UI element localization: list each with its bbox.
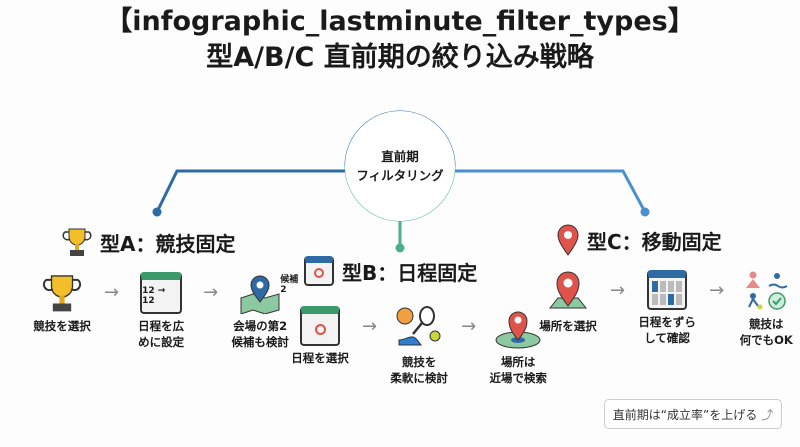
connector-c-dot — [640, 207, 650, 217]
step-label: 場所を選択 — [539, 319, 597, 333]
arrow-icon: → — [709, 280, 725, 301]
note-box: 直前期は“成立率”を上げる ⤴ — [604, 399, 782, 429]
step-label: 日程を広 めに設定 — [138, 319, 185, 349]
hub-line-2: フィルタリング — [356, 168, 444, 183]
step-label: 場所は 近場で検索 — [489, 355, 547, 385]
step-label: 競技を 柔軟に検討 — [390, 355, 448, 385]
trophy-icon — [42, 275, 82, 312]
type-a-heading: 型A：競技固定 — [62, 226, 235, 258]
step-label: 競技は 何でもOK — [739, 317, 793, 347]
note-text: 直前期は“成立率”を上げる — [612, 407, 758, 422]
calendar-icon — [300, 306, 340, 346]
connector-c — [455, 169, 647, 213]
arrow-icon: → — [104, 282, 120, 303]
arrow-up-icon: ⤴ — [761, 407, 774, 422]
hub-line-1: 直前期 — [381, 149, 419, 164]
title-line-1: 【infographic_lastminute_filter_types】 — [105, 6, 695, 37]
step-shift-dates: 日程をずら して確認 — [625, 270, 709, 346]
calendar-icon: 12 → 12 — [140, 272, 183, 314]
trophy-icon — [62, 228, 92, 256]
title-line-2: 型A/B/C 直前期の絞り込み戦略 — [206, 42, 594, 73]
hub-circle: 直前期 フィルタリング — [345, 111, 455, 221]
step-wide-dates: 12 → 12 日程を広 めに設定 — [119, 272, 203, 350]
type-b-title: 型B：日程固定 — [342, 260, 478, 285]
step-second-venue: 候補2 会場の第2 候補も検討 — [218, 272, 302, 350]
step-label: 競技を選択 — [33, 319, 91, 333]
type-b-heading: 型B：日程固定 — [304, 256, 477, 286]
calendar-icon — [304, 256, 334, 286]
calendar-icon — [647, 270, 688, 310]
connector-a-dot — [152, 207, 162, 217]
arrow-icon: → — [461, 316, 477, 337]
type-a-title: 型A：競技固定 — [100, 231, 236, 256]
candidate-2-tag: 候補2 — [280, 275, 299, 295]
type-c-flow: 場所を選択 → 日程をずら して確認 → 競技は 何でもOK — [526, 270, 800, 348]
calendar-text: 12 → 12 — [142, 286, 166, 306]
sports-check-icon — [746, 271, 788, 310]
type-c-heading: 型C：移動固定 — [557, 224, 722, 256]
step-nearby-place: 場所は 近場で検索 — [476, 306, 560, 386]
type-c-title: 型C：移動固定 — [587, 229, 722, 254]
connector-b-dot — [395, 243, 405, 253]
step-label: 日程をずら して確認 — [638, 315, 696, 345]
map-pin-icon — [548, 271, 588, 309]
step-select-sport: 競技を選択 — [20, 272, 104, 334]
arrow-icon: → — [362, 316, 378, 337]
arrow-icon: → — [203, 282, 219, 303]
type-b-flow: 日程を選択 → 競技を 柔軟に検討 → 場所は 近場で検索 — [278, 306, 560, 386]
arrow-icon: → — [610, 280, 626, 301]
connector-a — [155, 169, 345, 213]
map-pin-icon — [240, 275, 280, 314]
step-select-date: 日程を選択 — [278, 306, 362, 366]
step-select-place: 場所を選択 — [526, 270, 610, 334]
step-any-sport: 競技は 何でもOK — [724, 270, 800, 348]
step-label: 日程を選択 — [291, 351, 349, 365]
step-label: 会場の第2 候補も検討 — [231, 319, 289, 349]
location-area-icon — [495, 311, 541, 349]
type-a-flow: 競技を選択 → 12 → 12 日程を広 めに設定 → 候補2 会場の第2 候補… — [20, 272, 302, 350]
sports-icon — [396, 306, 441, 346]
map-pin-icon — [557, 224, 579, 256]
step-flexible-sport: 競技を 柔軟に検討 — [377, 306, 461, 386]
